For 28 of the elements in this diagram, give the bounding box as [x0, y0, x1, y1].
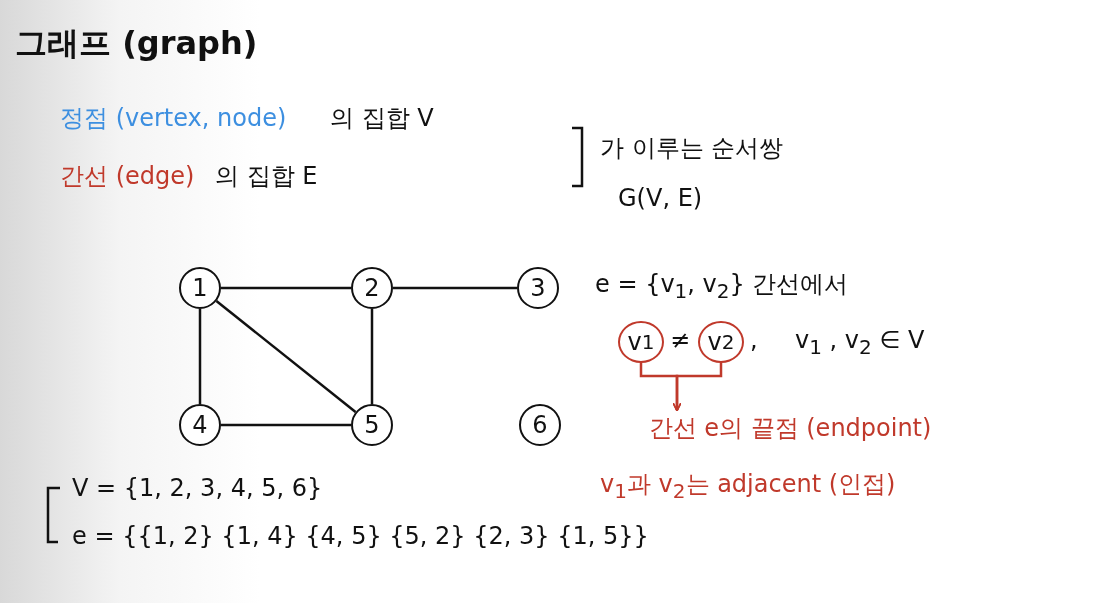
inequality-sign: ≠	[670, 326, 691, 354]
edge-line	[393, 286, 517, 290]
formula-text: v$_{1}$ , v$_{2}$ ∈ V	[795, 326, 925, 359]
comma: ,	[750, 326, 758, 354]
edge-line	[370, 309, 374, 404]
vertex-circle: 2	[351, 267, 393, 309]
edge-line	[215, 300, 357, 413]
set-notation: e = {{1, 2} {1, 4} {4, 5} {5, 2} {2, 3} {1, 5}}	[72, 522, 649, 550]
note-text: 간선 e의 끝점 (endpoint)	[610, 410, 970, 446]
note-text: v$_{1}$과 v$_{2}$는 adjacent (인접)	[600, 469, 896, 503]
arrow	[672, 363, 723, 412]
edge-line	[198, 309, 202, 404]
vertex-circle: 4	[179, 404, 221, 446]
edge-line	[221, 423, 351, 427]
set-notation: V = {1, 2, 3, 4, 5, 6}	[72, 474, 323, 502]
set-definition: 정점 (vertex, node)	[60, 103, 287, 134]
set-definition: 간선 (edge)	[60, 161, 195, 192]
vertex-circle: 6	[519, 404, 561, 446]
title: 그래프 (graph)	[15, 23, 258, 64]
formula-text: G(V, E)	[618, 184, 703, 212]
set-definition: 의 집합 V	[330, 103, 434, 134]
edge-line	[221, 286, 351, 290]
vertex-circle: 5	[351, 404, 393, 446]
vertex-circle: 3	[517, 267, 559, 309]
note-text: 가 이루는 순서쌍	[600, 133, 784, 164]
vertex-circle: 1	[179, 267, 221, 309]
set-definition: 의 집합 E	[215, 161, 318, 192]
formula-text: e = {v$_{1}$, v$_{2}$} 간선에서	[595, 269, 849, 303]
